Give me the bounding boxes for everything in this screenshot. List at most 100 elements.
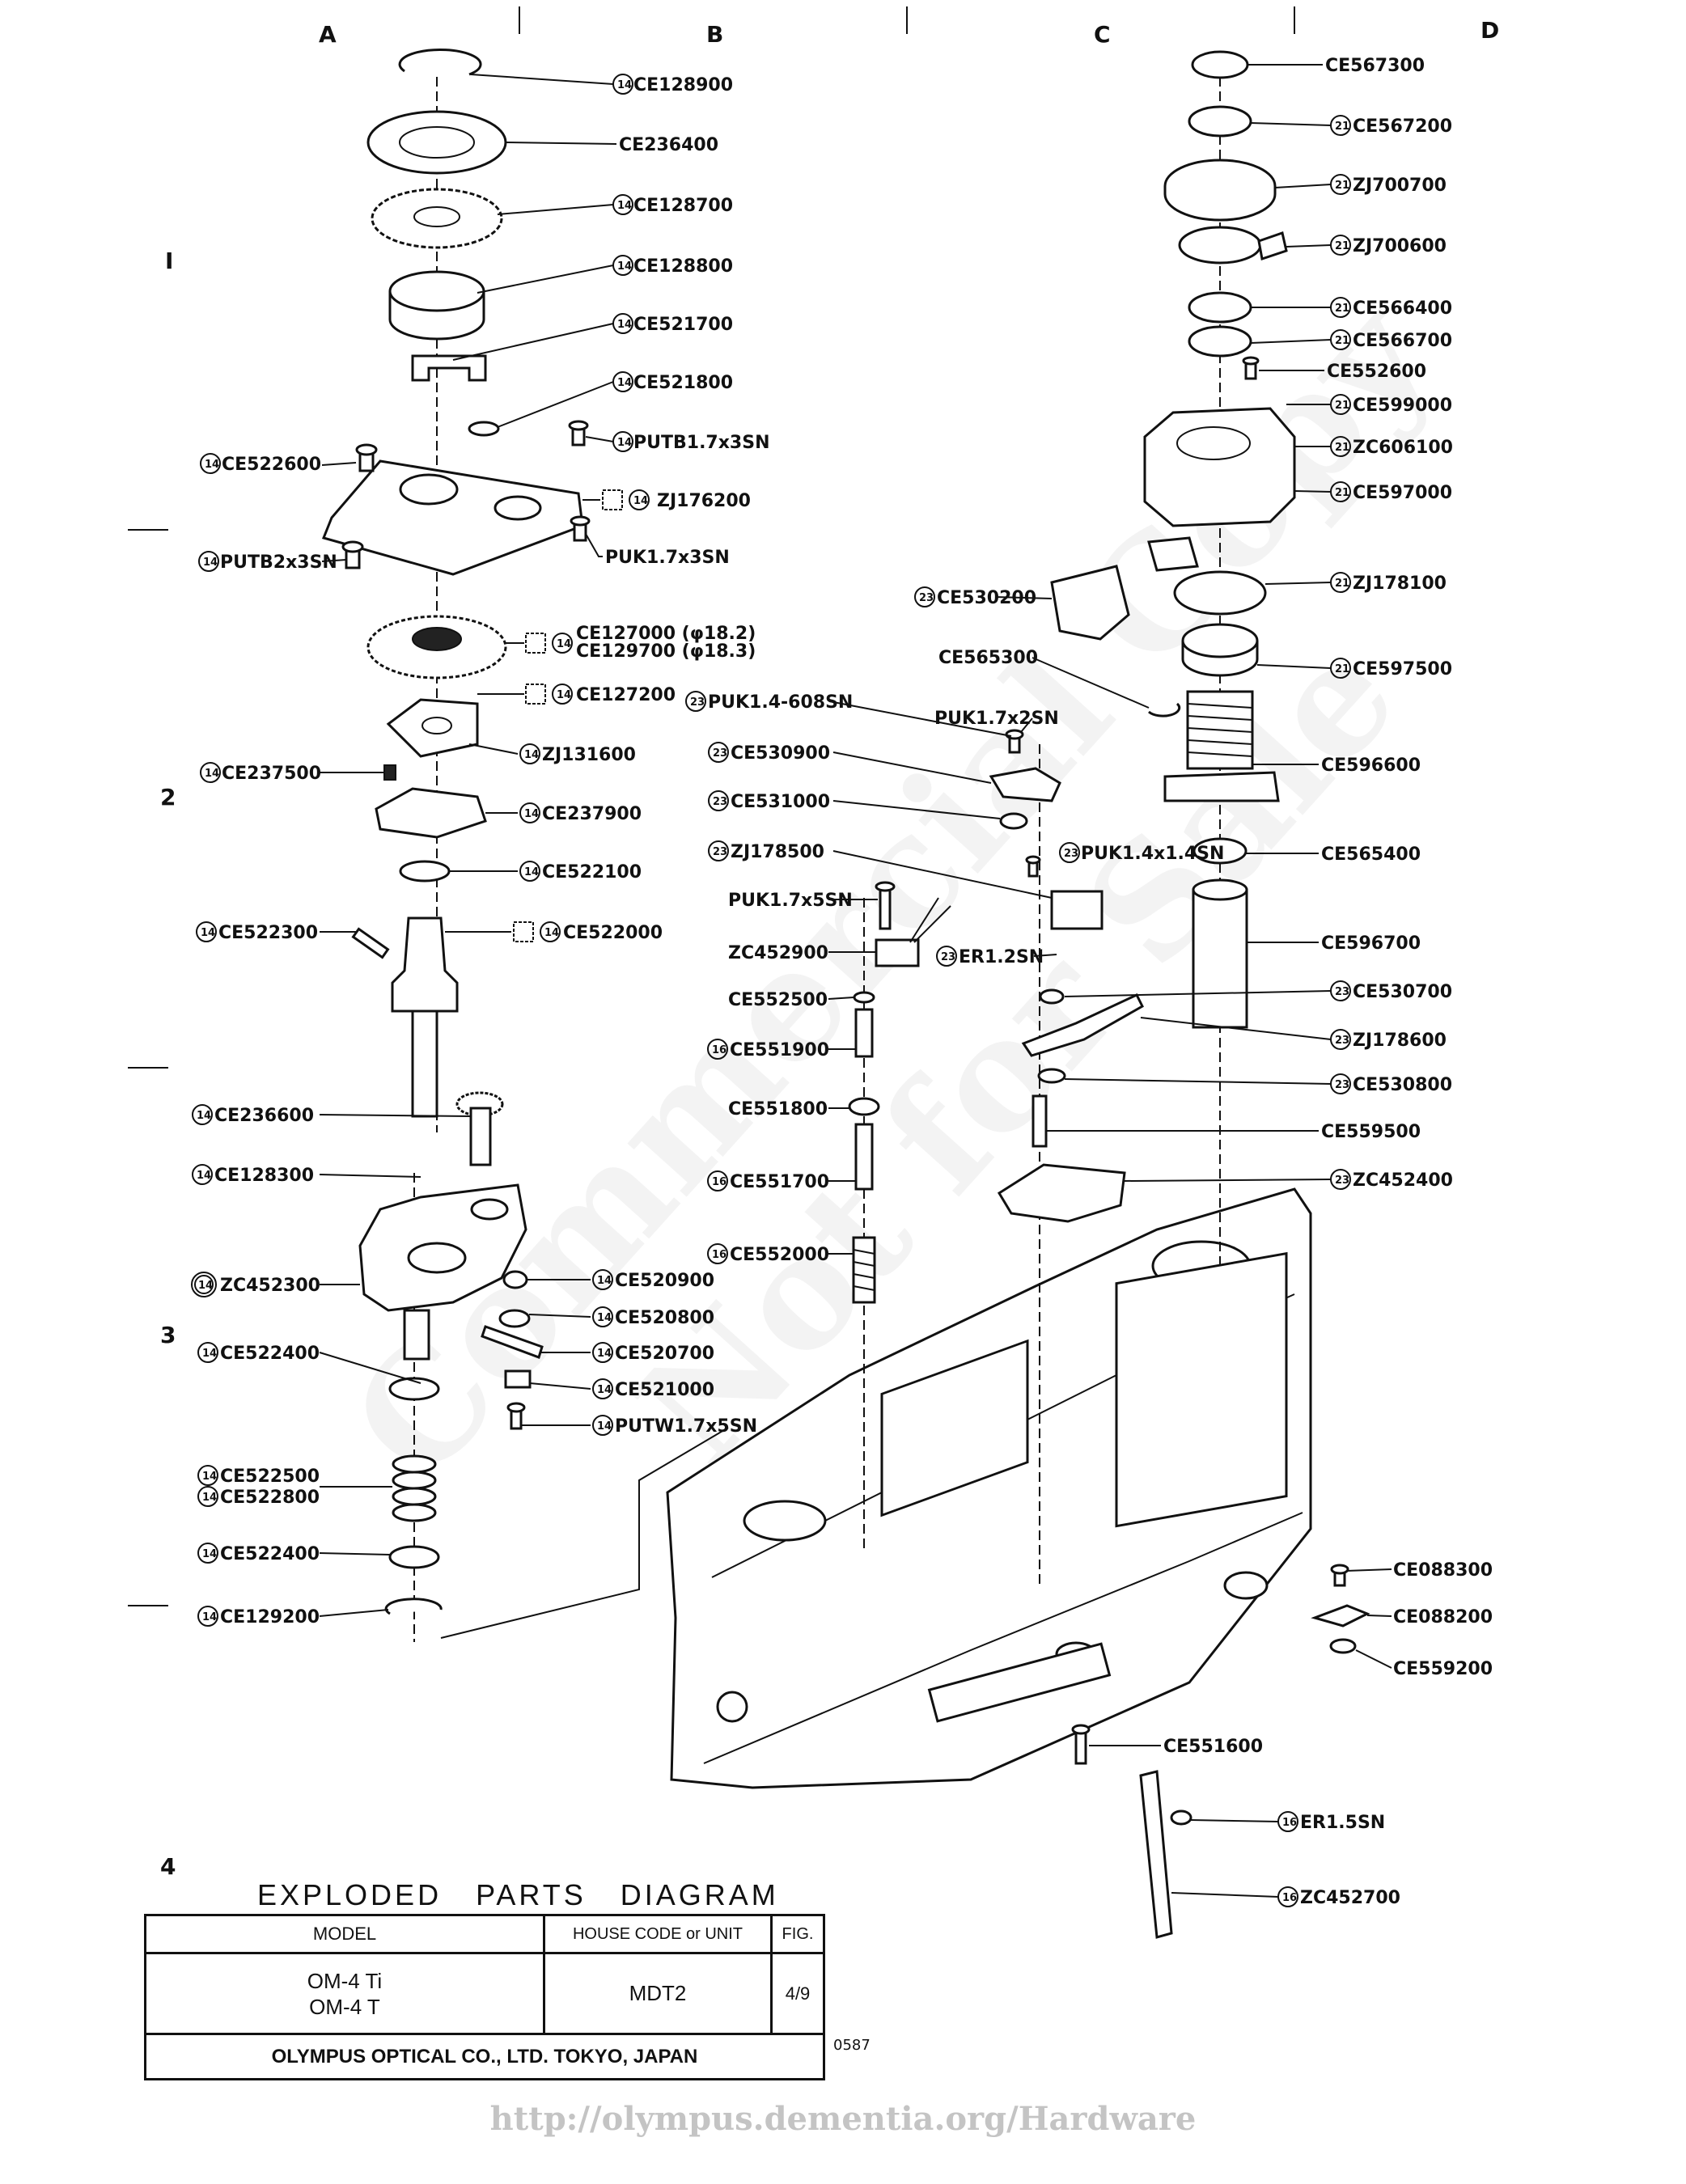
contact-lever	[989, 767, 1061, 802]
diagram-title: EXPLODED PARTS DIAGRAM	[257, 1878, 779, 1911]
cam-plate	[386, 698, 479, 758]
leader-line	[440, 1427, 729, 1639]
model-name: OM-4 T	[309, 1994, 380, 2019]
sleeve	[848, 1097, 880, 1116]
leader-line	[1190, 1819, 1279, 1822]
part-label: CE565300	[938, 648, 1038, 668]
plate-boss	[494, 495, 542, 521]
table-divider	[543, 1916, 545, 2033]
threaded-tube	[1186, 690, 1254, 770]
part-label: CE237900	[542, 804, 642, 824]
washer	[388, 1545, 440, 1569]
part-label: CE522000	[563, 923, 663, 943]
part-label: ZJ700700	[1353, 176, 1447, 196]
info-table: MODEL HOUSE CODE or UNIT FIG. OM-4 Ti OM…	[144, 1914, 825, 2080]
part-mark: 14	[197, 1170, 211, 1182]
leader-line	[585, 436, 614, 442]
part-label: CE522100	[542, 862, 642, 882]
screw	[341, 540, 364, 569]
mark-circle	[1330, 1169, 1351, 1190]
leader-line	[1171, 1892, 1279, 1898]
part-mark: 21	[1335, 303, 1349, 315]
grid-row-2: 2	[160, 784, 176, 811]
leader-line	[1366, 1615, 1392, 1617]
mark-circle	[191, 1272, 217, 1297]
c-clip	[1148, 702, 1181, 717]
threaded-collar-top	[1181, 623, 1259, 658]
mark-circle	[612, 74, 633, 95]
leader-line	[1064, 1078, 1332, 1085]
fig-header: FIG.	[782, 1924, 814, 1943]
part-label: CE128800	[633, 256, 733, 277]
house-code-header: HOUSE CODE or UNIT	[572, 1924, 743, 1943]
part-label: PUTB2x3SN	[220, 552, 337, 573]
part-label: PUK1.4-608SN	[708, 692, 853, 713]
leader-line	[828, 700, 1012, 737]
part-mark: 14	[597, 1420, 612, 1433]
part-label: CE596600	[1321, 756, 1421, 776]
part-label: CE552500	[728, 990, 828, 1010]
part-label: ZJ178500	[731, 842, 824, 862]
mark-circle	[1330, 572, 1351, 593]
part-mark: 23	[1335, 986, 1349, 998]
part-label: CE522500	[220, 1467, 320, 1487]
pin	[854, 1008, 874, 1058]
part-mark: 14	[617, 377, 632, 389]
mark-circle	[685, 691, 706, 712]
mark-circle	[707, 1170, 728, 1191]
part-mark: 14	[202, 1471, 217, 1483]
part-label: CE520700	[615, 1344, 714, 1364]
leader-line	[321, 559, 347, 562]
screw	[506, 1402, 526, 1430]
part-label: CE088300	[1393, 1560, 1493, 1581]
leader-line	[1020, 717, 1033, 733]
part-mark: 23	[690, 696, 705, 709]
grid-reference: A B C D I 2 3 4	[128, 6, 1499, 1880]
part-mark: 14	[524, 808, 539, 820]
rewind-shaft	[1192, 888, 1248, 1029]
part-mark: 21	[1335, 400, 1349, 412]
grid-col-d: D	[1481, 17, 1499, 44]
plate-boss	[399, 473, 459, 506]
part-label: CE597000	[1353, 483, 1452, 503]
unit-mark	[525, 684, 546, 705]
c-clip	[398, 48, 482, 76]
part-label: CE530200	[937, 588, 1036, 608]
lever	[481, 1325, 544, 1359]
shaft-top	[1192, 878, 1248, 901]
mark-circle	[1330, 658, 1351, 679]
mark-circle	[708, 840, 729, 861]
leader-line	[1256, 664, 1332, 669]
grid-col-c: C	[1094, 21, 1111, 48]
ring	[1192, 837, 1248, 865]
grid-row-3: 3	[160, 1322, 176, 1348]
footer-url: http://olympus.dementia.org/Hardware	[489, 2100, 1197, 2138]
part-mark: 14	[544, 927, 559, 939]
leader-line	[1355, 1649, 1392, 1669]
part-label: CE128900	[633, 75, 733, 95]
mark-circle	[197, 1543, 218, 1564]
part-label: CE521700	[633, 315, 733, 335]
part-mark: 16	[712, 1249, 727, 1261]
unit-mark	[513, 921, 534, 942]
part-mark: 21	[1335, 335, 1349, 347]
mark-circle	[519, 743, 540, 764]
leader-line	[319, 1609, 389, 1617]
leader-line	[832, 850, 1053, 899]
table-divider	[770, 1916, 773, 2033]
table-divider	[146, 1952, 823, 1954]
part-mark: 16	[712, 1176, 727, 1188]
spool-chamber	[743, 1500, 827, 1542]
part-label: CE551700	[730, 1172, 829, 1192]
model-name: OM-4 Ti	[307, 1968, 383, 1993]
leader-line	[321, 462, 357, 466]
leader-line	[1250, 339, 1332, 344]
mark-circle	[707, 1039, 728, 1060]
film-gate	[880, 1339, 1029, 1517]
leader-line	[452, 323, 614, 361]
part-label: ZJ131600	[542, 745, 636, 765]
part-mark: 14	[524, 749, 539, 761]
main-gear-hub	[412, 627, 462, 651]
part-label: CE088200	[1393, 1607, 1493, 1627]
mark-circle	[612, 313, 633, 334]
